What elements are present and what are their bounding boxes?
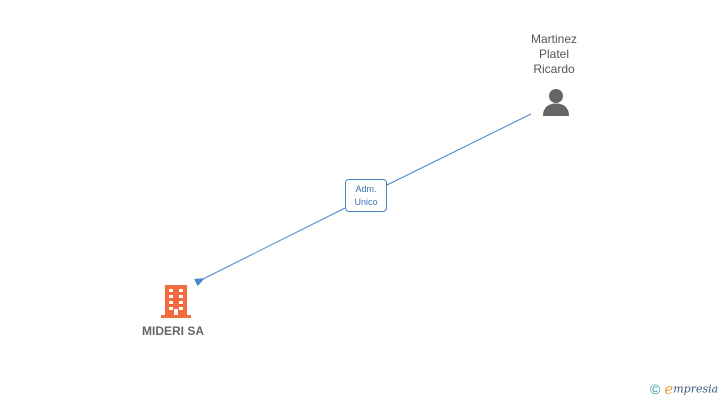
brand-name: mpresia [673,382,719,396]
copyright-symbol: © [650,381,661,397]
person-name[interactable]: Martinez Platel Ricardo [513,32,595,77]
relation-label-line-1: Adm. [355,184,377,194]
relation-label-line-2: Unico [354,197,378,207]
relation-edge-lower [194,207,346,287]
person-icon[interactable] [540,86,572,118]
person-name-line-3: Ricardo [533,62,575,76]
person-name-line-1: Martinez [530,32,577,46]
brand-logo: ©empresia [650,380,718,398]
company-name[interactable]: MIDERI SA [141,324,204,338]
relation-label[interactable]: Adm. Unico [345,179,387,212]
person-name-line-2: Platel [538,47,570,61]
brand-initial: e [664,380,674,398]
relation-edge-upper [386,113,532,186]
building-icon[interactable] [158,283,194,319]
